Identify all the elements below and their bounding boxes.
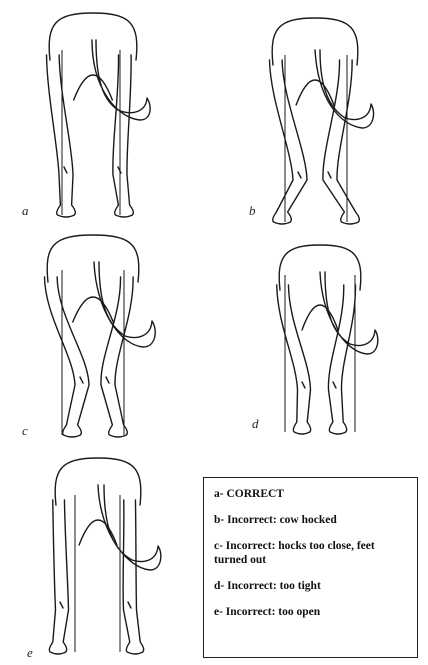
dog-c-right-leg-hock: [106, 377, 109, 383]
panel-label-b: b: [249, 203, 256, 219]
legend-item-e: e- Incorrect: too open: [214, 605, 409, 619]
dog-c: [45, 235, 156, 437]
dog-e-right-leg: [123, 500, 144, 654]
dog-e-rump: [55, 458, 141, 505]
dog-b-left-leg-hock: [298, 172, 301, 178]
dog-e-left-leg-hock: [60, 602, 63, 608]
dog-b-right-leg: [323, 60, 359, 224]
dog-b-tail: [315, 50, 374, 128]
legend-item-a: a- CORRECT: [214, 487, 409, 501]
dog-d: [277, 245, 378, 434]
dog-e-right-leg-hock: [128, 602, 131, 608]
dog-d-rump: [279, 245, 361, 290]
dog-d-right-leg: [328, 285, 355, 434]
dog-a-tail: [92, 40, 150, 120]
dog-c-left-leg: [45, 277, 90, 437]
dog-a-left-leg: [47, 55, 76, 217]
dog-c-crotch: [73, 297, 114, 322]
dog-c-right-leg: [101, 277, 133, 437]
legend-item-c: c- Incorrect: hocks too close, feet turn…: [214, 539, 409, 567]
dog-a: [47, 13, 151, 217]
dog-e-tail: [98, 485, 161, 570]
panel-label-d: d: [252, 416, 259, 432]
dog-e-crotch: [79, 520, 117, 545]
dog-b-right-leg-hock: [328, 172, 331, 178]
dog-e: [49, 458, 161, 654]
dog-c-left-leg-hock: [80, 377, 83, 383]
panel-label-c: c: [22, 423, 28, 439]
panel-label-e: e: [27, 645, 33, 661]
legend-box: a- CORRECT b- Incorrect: cow hocked c- I…: [203, 477, 418, 658]
dog-b: [270, 18, 374, 224]
dog-a-left-leg-hock: [64, 167, 67, 173]
dog-a-right-leg: [113, 55, 134, 217]
panel-label-a: a: [22, 203, 29, 219]
dog-d-left-leg-hock: [302, 382, 305, 388]
dog-d-left-leg: [277, 285, 311, 434]
dog-e-left-leg: [49, 500, 68, 654]
dog-b-left-leg: [270, 60, 308, 224]
legend-item-d: d- Incorrect: too tight: [214, 579, 409, 593]
dog-d-crotch: [302, 305, 338, 330]
dog-c-rump: [47, 235, 139, 282]
legend-item-b: b- Incorrect: cow hocked: [214, 513, 409, 527]
dog-d-right-leg-hock: [333, 382, 336, 388]
